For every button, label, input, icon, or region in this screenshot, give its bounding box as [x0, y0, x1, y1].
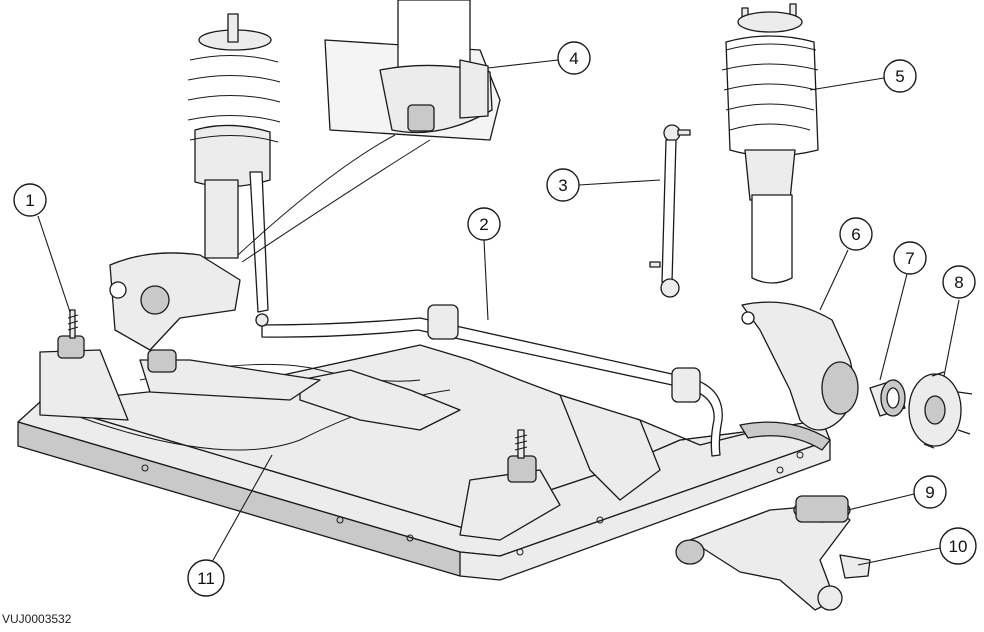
lower-control-arm [675, 495, 851, 611]
leader-lines [37, 59, 960, 566]
reference-code: VUJ0003532 [2, 612, 72, 626]
stabilizer-link [649, 124, 691, 298]
stabilizer-bar [261, 304, 723, 457]
callout-label-4: 4 [569, 49, 578, 68]
callout-3: 3 [546, 168, 580, 202]
subframe-mount-left [39, 309, 129, 421]
callout-10: 10 [939, 527, 977, 565]
callout-label-2: 2 [479, 215, 488, 234]
callout-label-8: 8 [954, 273, 963, 292]
callout-4: 4 [557, 41, 591, 75]
strut-clamp-detail-inset [237, 0, 501, 263]
callout-1: 1 [13, 183, 47, 217]
left-strut-assembly [109, 13, 321, 401]
callout-label-5: 5 [895, 67, 904, 86]
callout-6: 6 [839, 217, 873, 251]
subframe-mount-right [459, 429, 561, 541]
retaining-clip [839, 554, 871, 579]
callout-9: 9 [913, 475, 947, 509]
callout-label-10: 10 [949, 537, 968, 556]
callout-label-7: 7 [905, 249, 914, 268]
steering-knuckle [741, 301, 859, 431]
callout-7: 7 [893, 241, 927, 275]
coil-spring-strut [721, 3, 819, 284]
wheel-hub [908, 371, 973, 449]
callout-label-1: 1 [25, 191, 34, 210]
callout-label-6: 6 [851, 225, 860, 244]
callout-label-9: 9 [925, 483, 934, 502]
callout-8: 8 [942, 265, 976, 299]
callout-5: 5 [883, 59, 917, 93]
callout-label-11: 11 [197, 569, 215, 588]
wheel-bearing [869, 379, 906, 417]
callout-2: 2 [467, 207, 501, 241]
callout-11: 11 [187, 559, 225, 597]
callout-label-3: 3 [558, 176, 567, 195]
